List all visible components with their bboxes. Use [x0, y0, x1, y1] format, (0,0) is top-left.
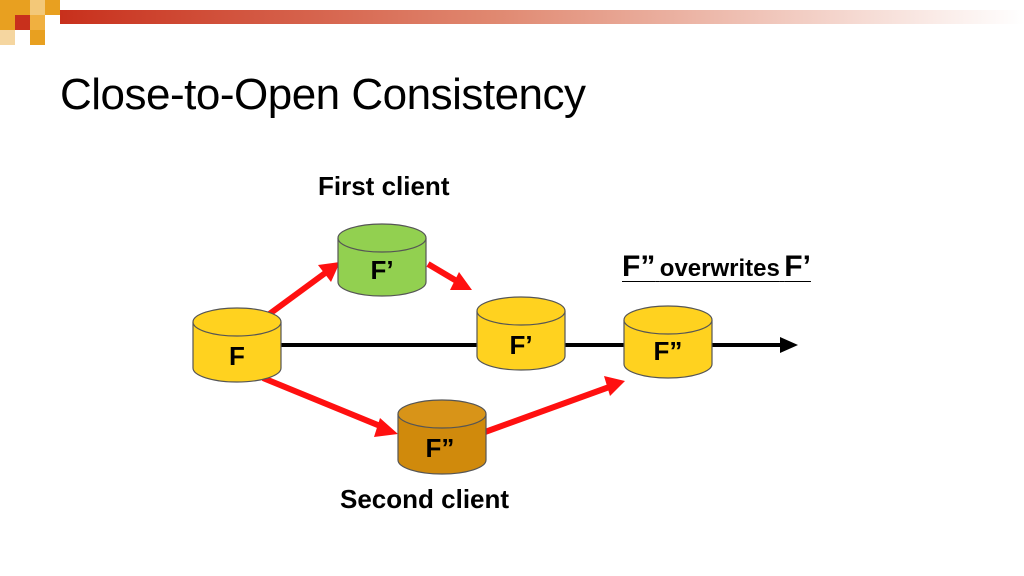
timeline-arrowhead — [780, 337, 798, 353]
cylinder-second-client: F” — [397, 399, 487, 475]
cylinder-server-after-second: F” — [623, 305, 713, 379]
annotation-part1: F” — [622, 250, 656, 283]
cylinder-label: F” — [426, 433, 455, 463]
cylinder-label: F’ — [370, 255, 393, 285]
cylinder-server-after-first: F’ — [476, 296, 566, 371]
header-square — [0, 30, 15, 45]
red-arrow — [426, 261, 472, 290]
annotation-part2: overwrites — [659, 255, 780, 282]
cylinder-label: F — [229, 341, 245, 371]
slide-title: Close-to-Open Consistency — [60, 70, 586, 119]
header-square — [30, 0, 45, 15]
header-square — [30, 30, 45, 45]
first-client-label: First client — [318, 171, 450, 201]
header-square — [15, 15, 30, 30]
header-square — [45, 0, 60, 15]
cylinder-label: F’ — [509, 330, 532, 360]
annotation-part3: F’ — [784, 250, 811, 283]
overwrite-annotation: F” overwrites F’ — [622, 250, 811, 284]
header-square — [30, 15, 45, 30]
red-arrow — [483, 376, 625, 435]
header-banner — [0, 0, 1024, 45]
cylinder-first-client: F’ — [337, 223, 427, 297]
cylinder-label: F” — [654, 336, 683, 366]
red-arrow — [261, 375, 398, 437]
red-arrow — [266, 262, 340, 318]
second-client-label: Second client — [340, 484, 510, 514]
cylinder-origin: F — [192, 307, 282, 383]
header-gradient-bar — [60, 10, 1024, 24]
